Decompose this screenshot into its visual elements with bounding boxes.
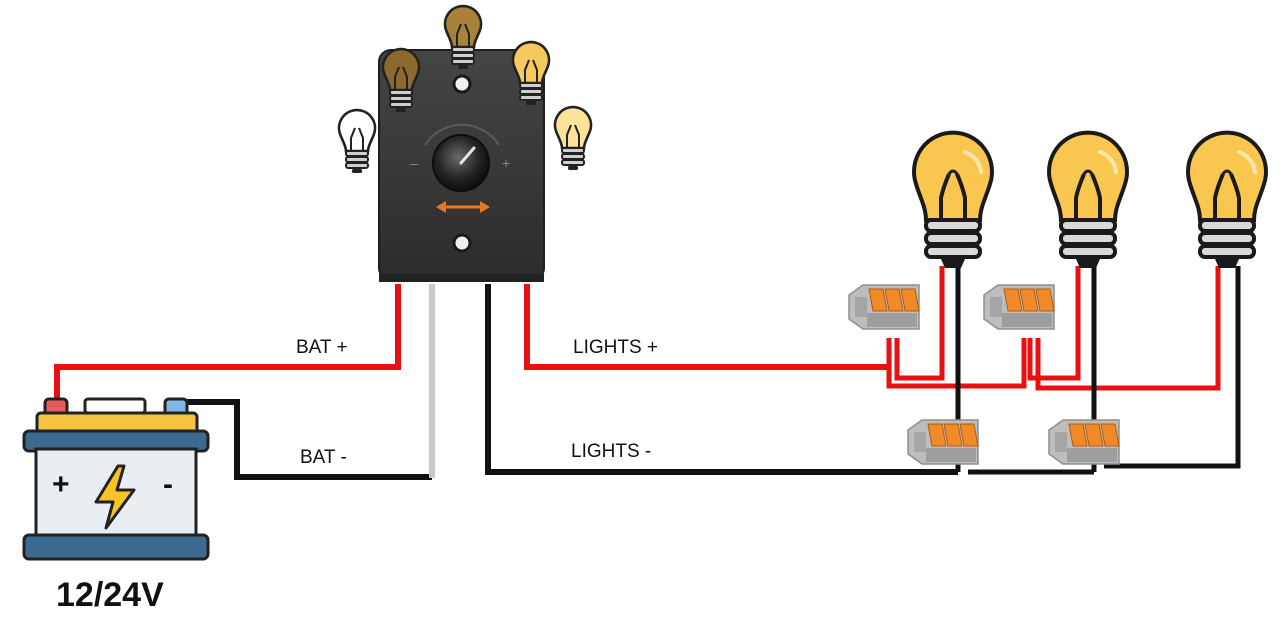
light-bulb-icon	[912, 130, 994, 270]
voltage-label: 12/24V	[56, 576, 164, 614]
wires	[54, 266, 1241, 480]
lights-plus-label: LIGHTS +	[573, 337, 658, 358]
battery-plus-symbol: +	[52, 468, 70, 501]
light-bulb-icon	[1047, 130, 1129, 270]
light-bulb-icon	[553, 105, 593, 172]
lights-minus-wire	[485, 284, 958, 475]
bat-minus-label: BAT -	[300, 447, 347, 468]
wago-connector-icon	[983, 284, 1055, 330]
battery-minus-symbol: -	[163, 468, 173, 501]
dimmer-switch: – +	[378, 49, 545, 282]
light-bulb-icon	[1186, 130, 1268, 270]
lights-plus-branch-4	[1035, 266, 1221, 391]
light-bulb-icon	[337, 108, 377, 175]
bottom-screw-hole	[452, 233, 472, 253]
lightning-icon	[94, 464, 136, 530]
bat-plus-label: BAT +	[296, 337, 348, 358]
wago-connector-icon	[907, 419, 979, 465]
lights-plus-branch-2	[894, 266, 945, 381]
bat-plus-wire	[54, 284, 401, 402]
lights-minus-label: LIGHTS -	[571, 441, 651, 462]
load-bulbs	[912, 130, 1268, 270]
knob-minus-mark: –	[410, 155, 418, 171]
battery-icon: + -	[22, 397, 210, 561]
wago-connector-icon	[848, 284, 920, 330]
lights-plus-branch-3	[1027, 266, 1081, 381]
wago-connector-icon	[1048, 419, 1120, 465]
lights-plus-wire	[524, 284, 889, 370]
bat-minus-wire	[175, 399, 432, 480]
double-arrow-icon	[436, 201, 490, 213]
lights-minus-branch-3	[1104, 266, 1241, 469]
knob-plus-mark: +	[502, 155, 510, 171]
top-screw-hole	[452, 74, 472, 94]
